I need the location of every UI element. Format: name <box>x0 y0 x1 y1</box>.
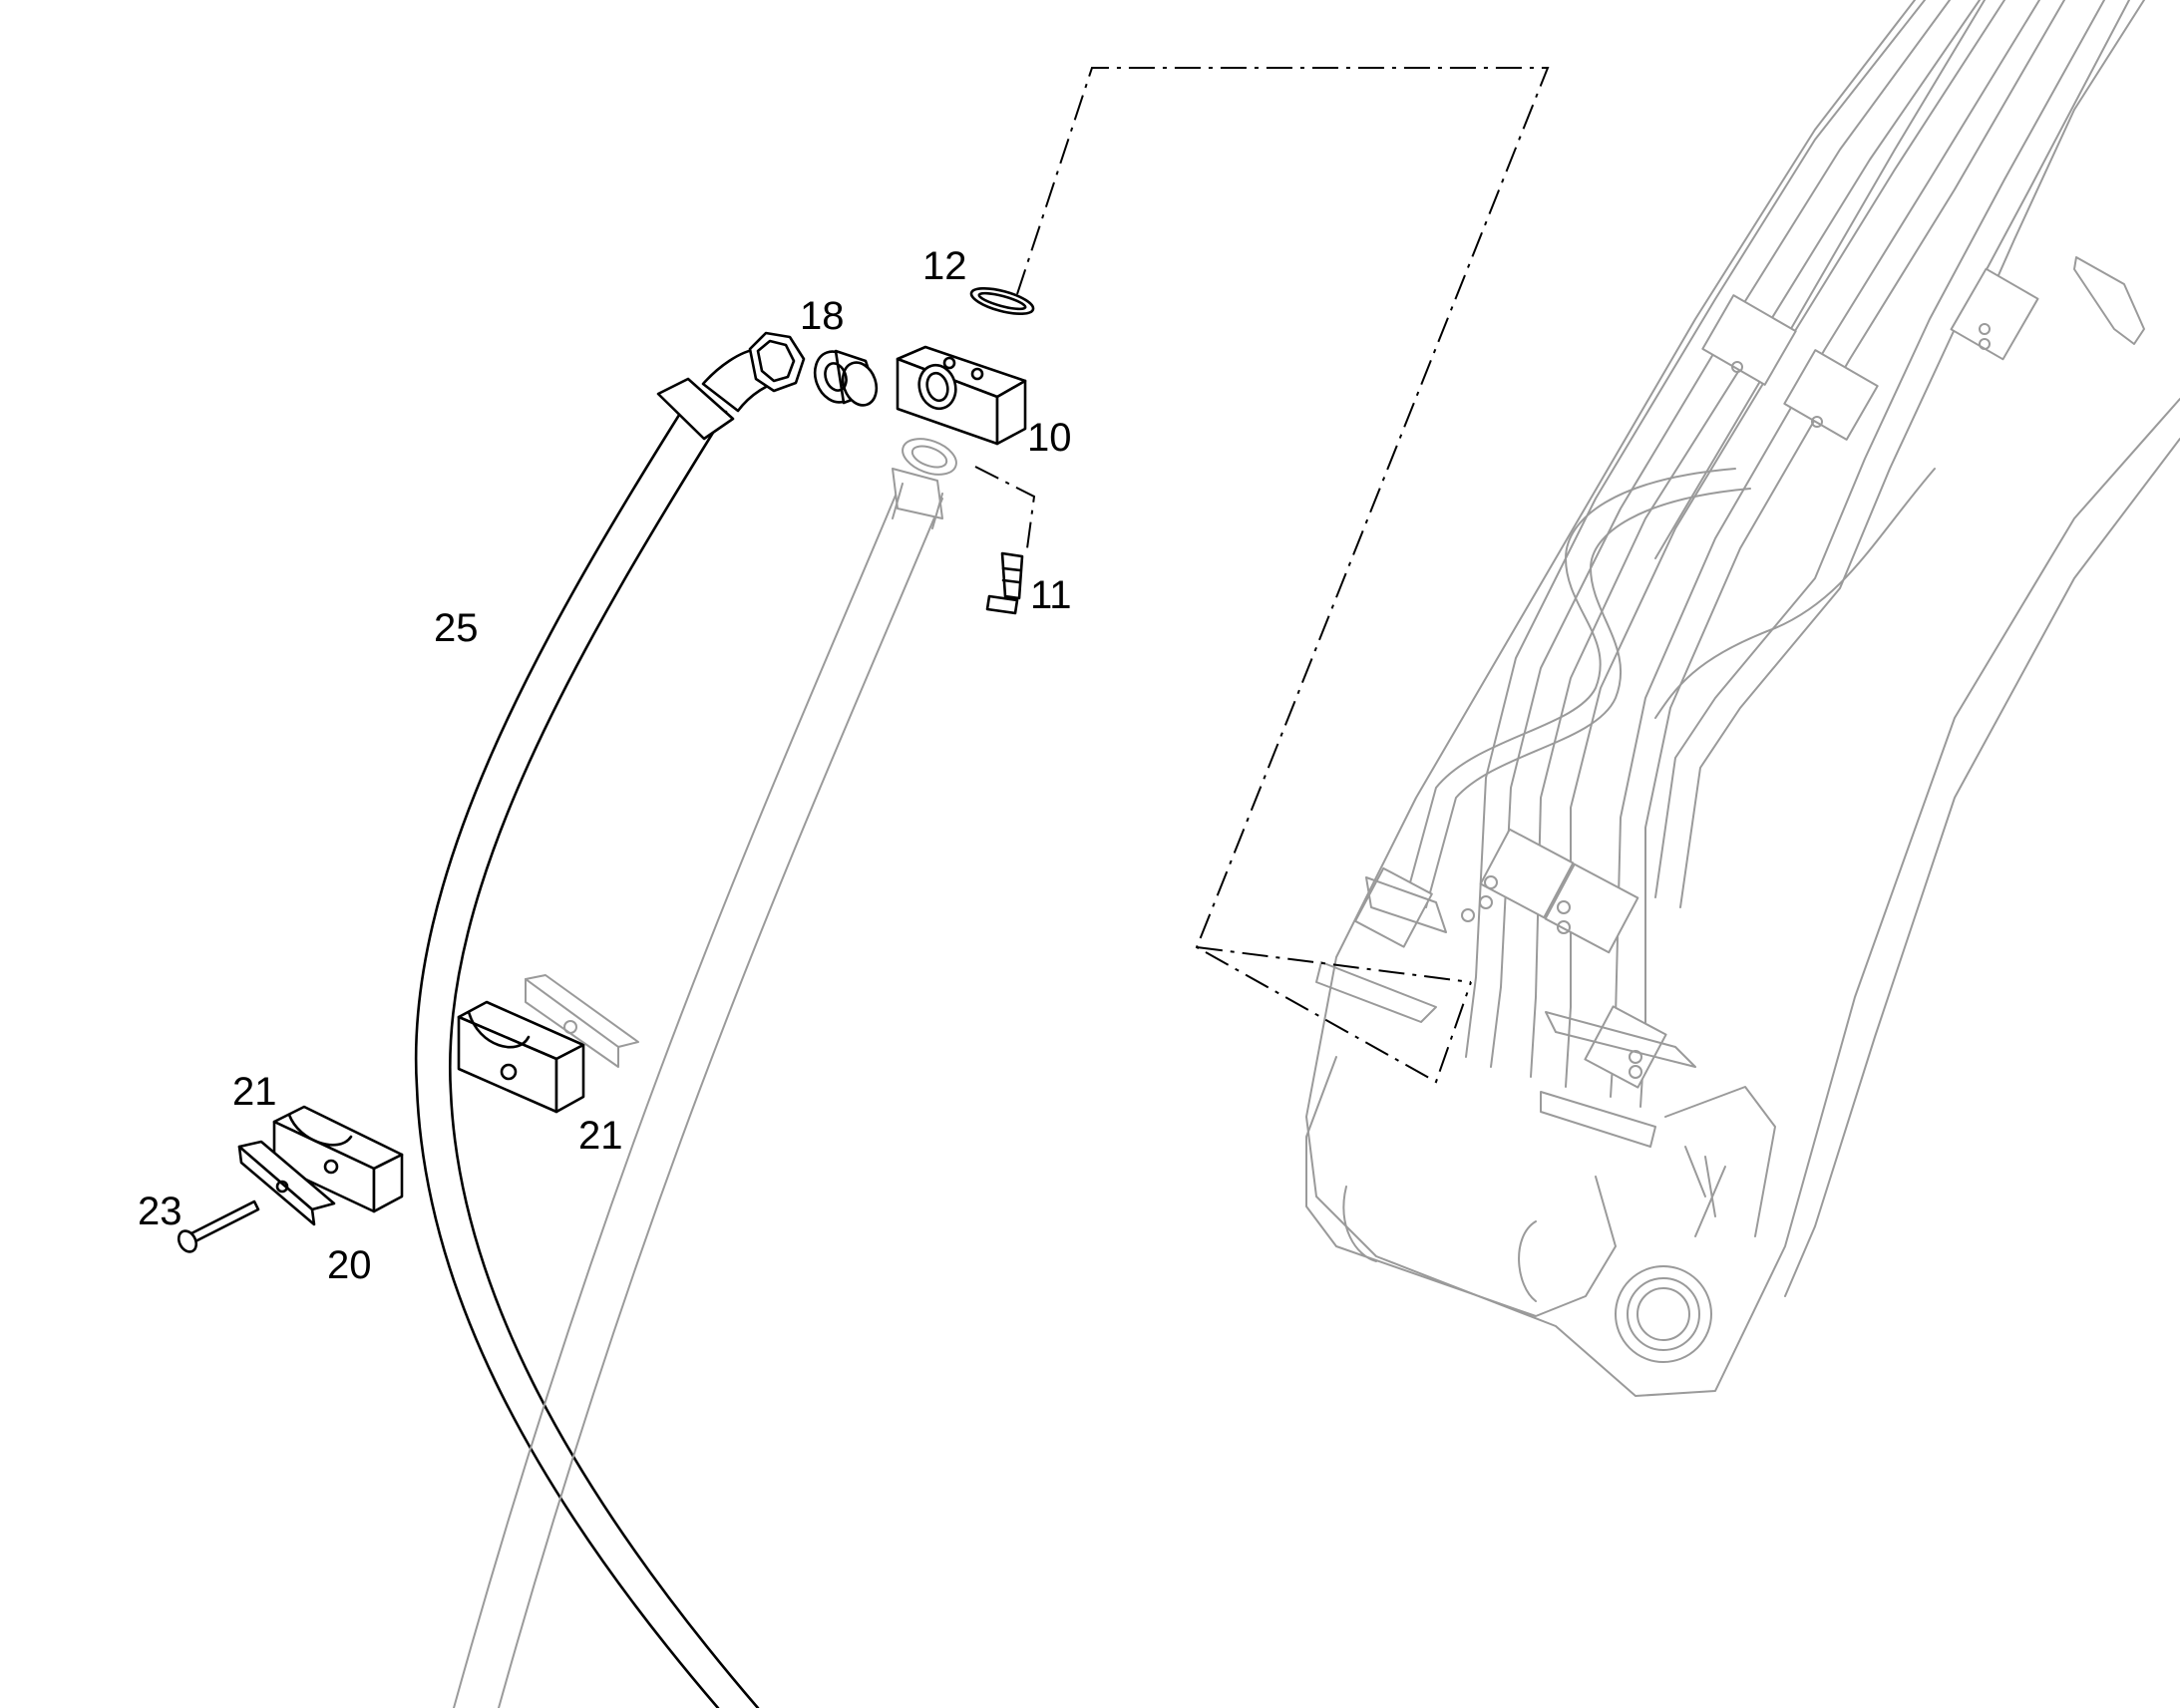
boom-arm-background <box>1305 0 2180 1397</box>
bolt-leader-line <box>974 466 1036 549</box>
hose-25 <box>414 331 806 1708</box>
callout-23: 23 <box>138 1190 182 1233</box>
callout-25: 25 <box>434 606 479 650</box>
screw-23 <box>177 1199 260 1253</box>
plate-20 <box>237 1140 336 1226</box>
callout-18: 18 <box>800 294 845 338</box>
o-ring-12 <box>969 286 1035 316</box>
block-10 <box>896 345 1027 446</box>
callout-11: 11 <box>1030 573 1072 617</box>
bolt-11 <box>985 551 1024 615</box>
clamp-21-lower <box>272 1105 404 1213</box>
reference-leader-line-2 <box>1196 946 1472 983</box>
clamp-plate-21-upper <box>525 974 639 1068</box>
callout-10: 10 <box>1027 416 1072 460</box>
reference-leader-line <box>1016 67 1550 1084</box>
clamp-21-upper <box>457 1000 585 1114</box>
hose-secondary <box>453 438 957 1708</box>
callout-20: 20 <box>327 1243 372 1287</box>
callout-21-upper: 21 <box>578 1114 623 1158</box>
callout-21-lower: 21 <box>232 1070 277 1114</box>
adapter-18 <box>813 349 879 407</box>
callout-12: 12 <box>922 244 967 288</box>
